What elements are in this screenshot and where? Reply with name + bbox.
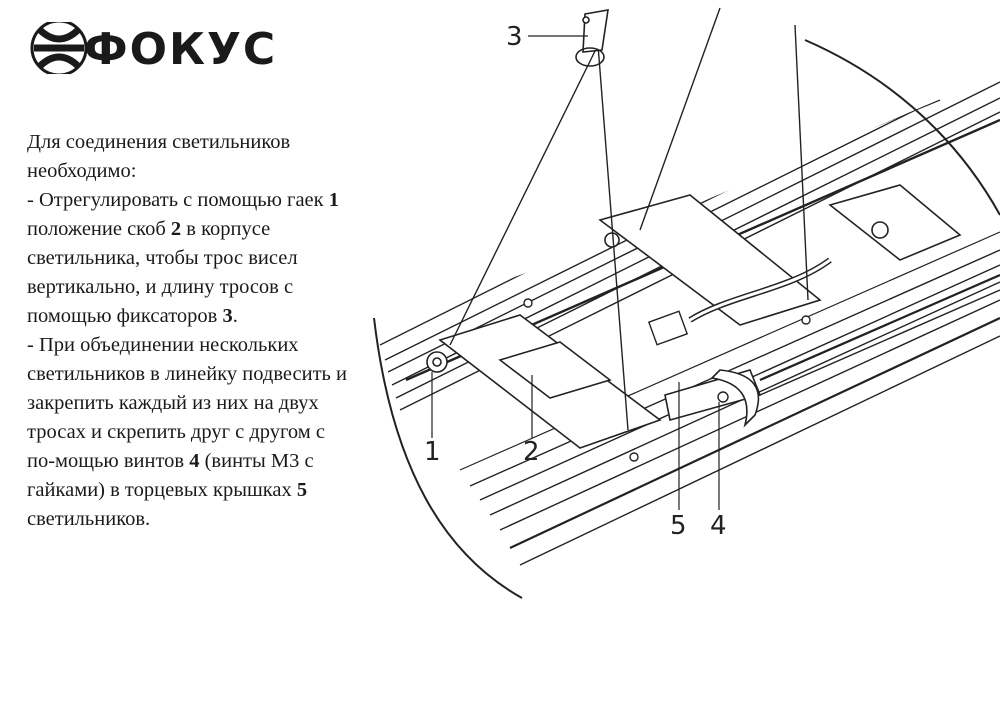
suspension-cables — [449, 7, 809, 431]
ref-nut-1: 1 — [328, 189, 339, 211]
assembly-instructions: Для соединения светильников необходимо: … — [27, 128, 357, 534]
brand-logo: ФОКУС — [30, 16, 276, 80]
callout-4: 4 — [710, 511, 727, 541]
instructions-intro: Для соединения светильников необходимо: — [27, 131, 291, 182]
luminaire-body-rails — [379, 75, 1000, 566]
ref-clamp-3: 3 — [222, 305, 233, 327]
nut-1 — [426, 221, 889, 373]
callout-1: 1 — [424, 437, 441, 467]
screw-4 — [523, 298, 811, 462]
luminaire-assembly-drawing: 3 1 2 5 4 — [373, 7, 1000, 599]
callout-3: 3 — [506, 22, 523, 52]
ref-end-cap-5: 5 — [296, 479, 308, 501]
instructions-step-1: - Отрегулировать с помощью гаек 1 положе… — [27, 189, 339, 327]
logo-emblem-icon — [30, 19, 88, 77]
end-cap-5 — [664, 369, 762, 428]
cable-connector — [647, 257, 832, 346]
cable-clamp-3 — [575, 9, 609, 67]
instructions-step-2: - При объединении нескольких светильнико… — [27, 334, 347, 530]
ref-bracket-2: 2 — [170, 218, 182, 240]
detail-view-outline — [373, 317, 523, 599]
leader-lines — [431, 35, 720, 510]
callout-5: 5 — [670, 511, 687, 541]
brand-name: ФОКУС — [84, 24, 276, 75]
ref-screw-4: 4 — [189, 450, 200, 472]
callout-2: 2 — [523, 437, 540, 467]
